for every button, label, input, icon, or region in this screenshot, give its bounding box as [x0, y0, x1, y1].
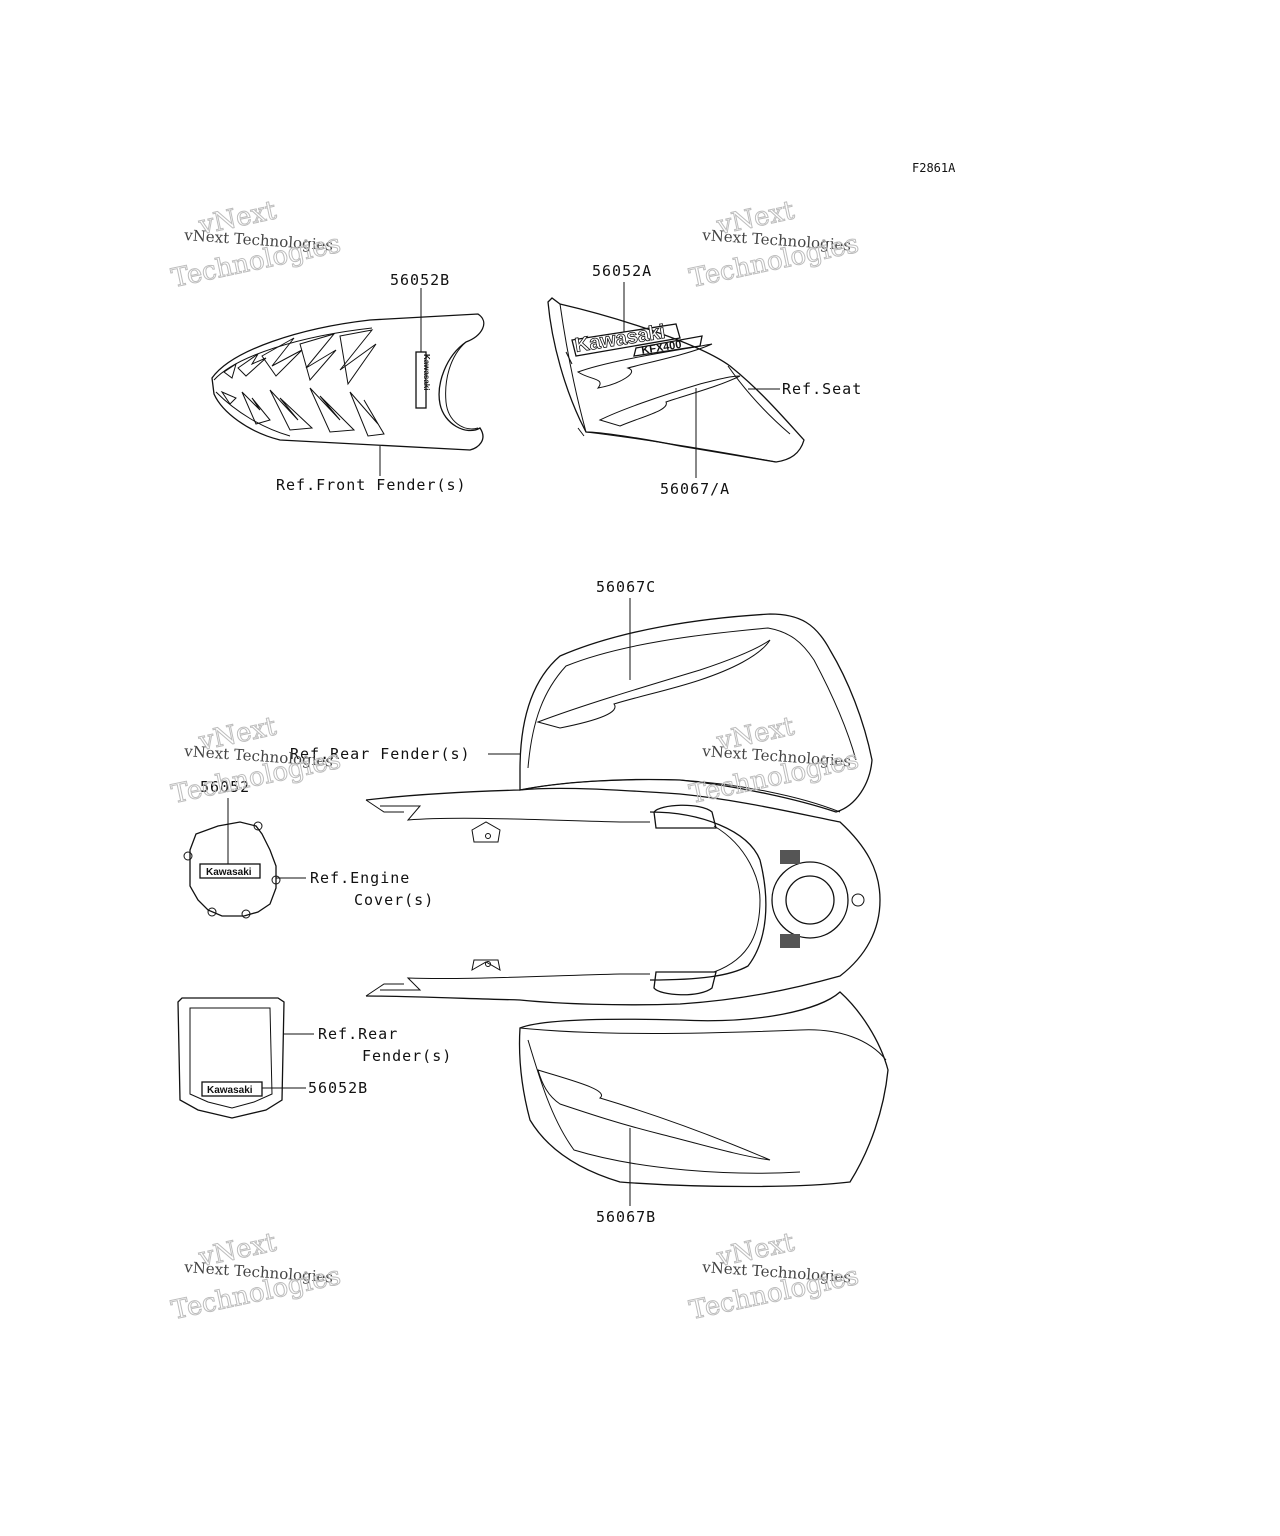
label-ref-rear-fender-2: Fender(s): [362, 1047, 452, 1065]
watermark-2: vNext vNext Technologies Technologies: [686, 195, 862, 295]
label-ref-rear-fender-1: Ref.Rear: [318, 1025, 398, 1043]
side-panel-logo-box: [571, 323, 681, 357]
engine-decal-text: Kawasaki: [206, 867, 252, 878]
rear-fender-drawing: [365, 613, 889, 1188]
watermark-1: vNext vNext Technologies Technologies: [168, 195, 344, 295]
label-56067a: 56067/A: [660, 480, 730, 498]
label-ref-front-fender: Ref.Front Fender(s): [276, 476, 467, 494]
figure-id: F2861A: [912, 161, 956, 175]
rear-panel-drawing: Kawasaki: [177, 997, 285, 1119]
stripe-upper: [536, 639, 771, 729]
stripe-lower: [537, 1069, 771, 1161]
hatch-block-bottom: [780, 934, 800, 948]
label-56052b-bottom: 56052B: [308, 1079, 368, 1097]
watermark-3: vNext vNext Technologies Technologies: [168, 711, 344, 811]
front-fender-chevrons: [220, 329, 385, 437]
label-56052a: 56052A: [592, 262, 652, 280]
front-fender-decal-text: Kawasaki: [422, 354, 431, 390]
label-56052: 56052: [200, 778, 250, 796]
rear-decal-text: Kawasaki: [207, 1085, 253, 1096]
label-56067b: 56067B: [596, 1208, 656, 1226]
hatch-block-top: [780, 850, 800, 864]
label-56052b-top: 56052B: [390, 271, 450, 289]
label-ref-rear-fender-top: Ref.Rear Fender(s): [290, 745, 471, 763]
fuel-cap-outer: [771, 861, 849, 939]
label-ref-engine-2: Cover(s): [354, 891, 434, 909]
watermark-5: vNext vNext Technologies Technologies: [168, 1227, 344, 1327]
front-fender-drawing: Kawasaki: [211, 313, 485, 451]
rear-decal-box: [201, 1081, 263, 1097]
label-ref-engine-1: Ref.Engine: [310, 869, 410, 887]
label-56067c: 56067C: [596, 578, 656, 596]
watermark-6: vNext vNext Technologies Technologies: [686, 1227, 862, 1327]
label-ref-seat: Ref.Seat: [782, 380, 862, 398]
engine-decal-box: [199, 863, 261, 879]
side-panel-drawing: Kawasaki KFX400: [547, 297, 805, 463]
fuel-cap-inner: [785, 875, 835, 925]
engine-cover-drawing: Kawasaki: [183, 821, 281, 919]
